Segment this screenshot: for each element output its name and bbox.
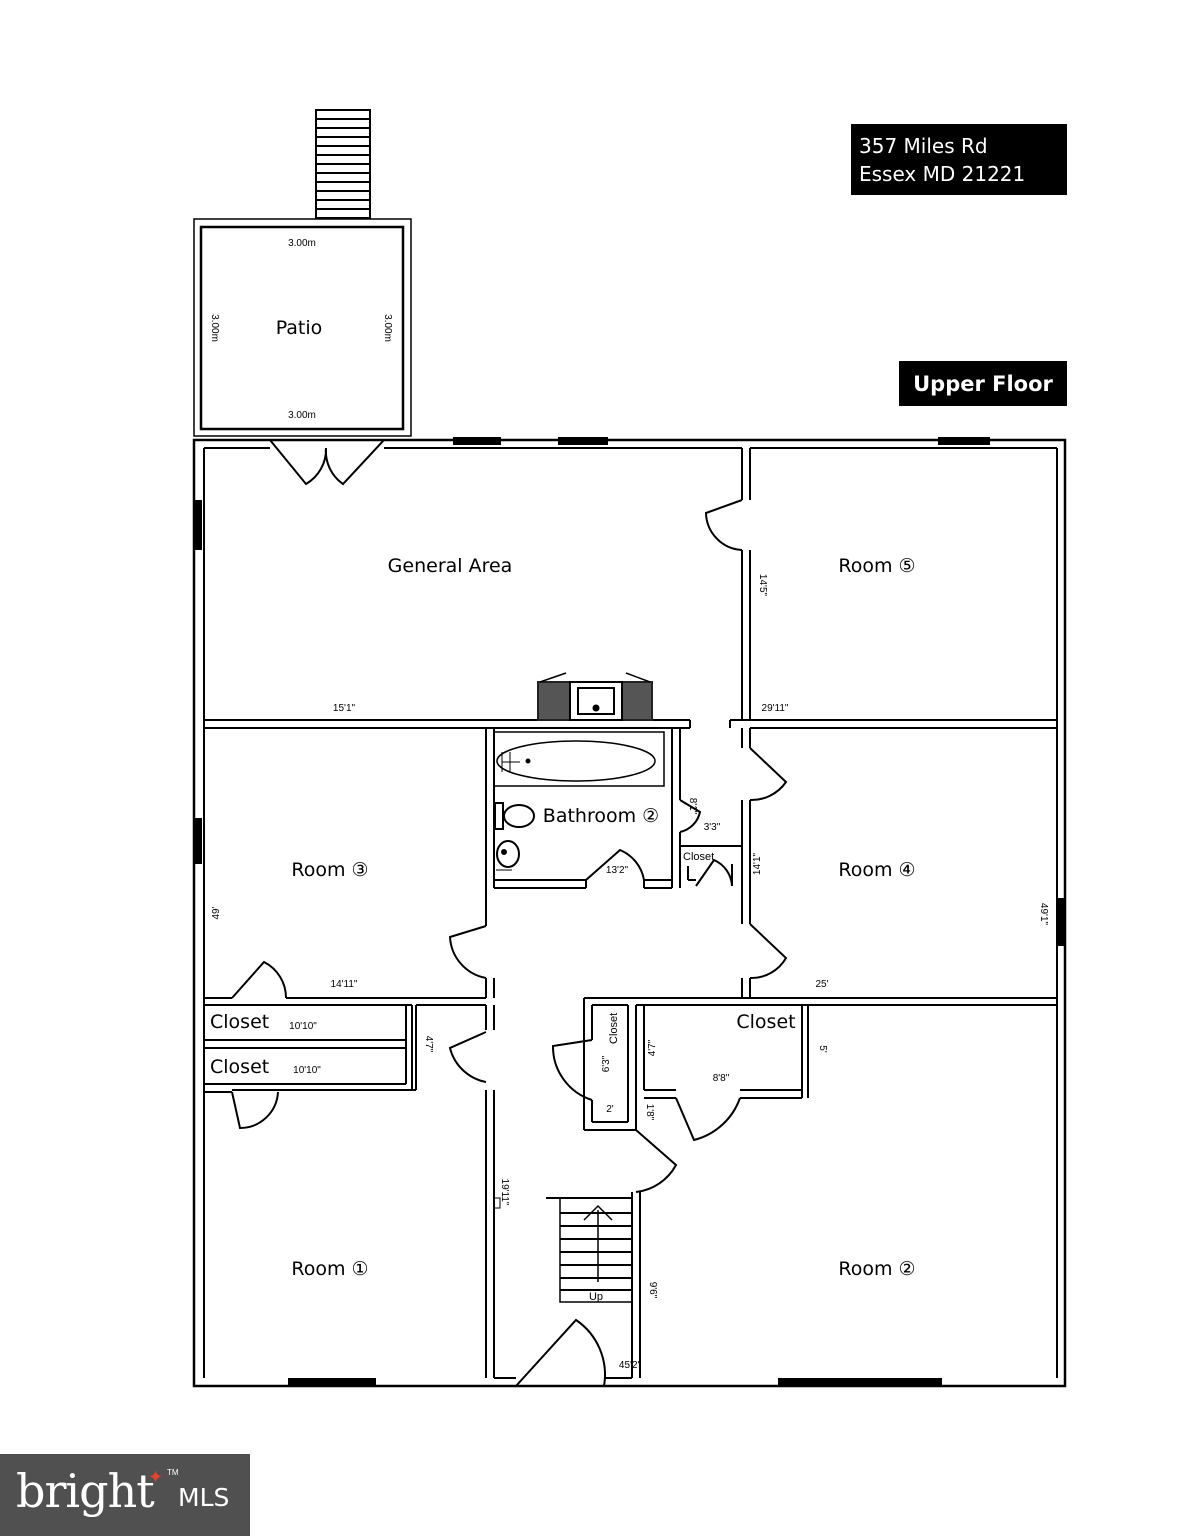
address-line2: Essex MD 21221 bbox=[859, 162, 1026, 186]
logo-spark-icon: ✦ bbox=[148, 1467, 164, 1487]
dim-patio-right: 3.00m bbox=[382, 314, 393, 342]
dim-closet-v-63: 6'3" bbox=[601, 1055, 612, 1072]
closet-a-label: Closet bbox=[210, 1011, 269, 1033]
patio-label: Patio bbox=[276, 317, 323, 339]
dim-closet-v-2: 2' bbox=[606, 1104, 614, 1115]
dim-right-total: 49'1" bbox=[1038, 903, 1049, 926]
closet-small-walls bbox=[679, 845, 742, 888]
dim-closet-b-width: 10'10" bbox=[293, 1065, 321, 1076]
dim-room3-height: 49' bbox=[211, 906, 222, 919]
toilet bbox=[494, 802, 535, 830]
room3-label: Room ③ bbox=[291, 859, 368, 881]
dim-hall-47-left: 4'7" bbox=[423, 1036, 434, 1053]
room2-label: Room ② bbox=[838, 1258, 915, 1280]
general-area-label: General Area bbox=[388, 555, 513, 577]
bathroom-walls bbox=[494, 728, 702, 889]
dim-closet-c-47: 4'7" bbox=[647, 1039, 658, 1056]
dim-closet-c-88: 8'8" bbox=[713, 1073, 730, 1084]
dim-hall-1911: 19'11" bbox=[499, 1179, 510, 1206]
dim-room4-height: 14'1" bbox=[752, 852, 763, 875]
closet-c-label: Closet bbox=[736, 1011, 795, 1033]
outer-wall bbox=[192, 438, 1067, 1388]
logo-trademark: TM bbox=[167, 1468, 179, 1477]
patio-stairs bbox=[315, 109, 371, 219]
dim-room4-width: 25' bbox=[815, 979, 828, 990]
dim-closet-a-width: 10'10" bbox=[289, 1021, 317, 1032]
closets-left-walls bbox=[204, 1005, 417, 1130]
windows bbox=[194, 437, 1065, 1386]
room1-label: Room ① bbox=[291, 1258, 368, 1280]
dim-room5-height: 14'5" bbox=[757, 574, 768, 597]
dim-room3-width: 14'11" bbox=[331, 979, 358, 990]
dim-bath-3: 3'3" bbox=[704, 822, 721, 833]
bright-mls-logo: bright ✦ TM MLS bbox=[0, 1454, 250, 1536]
stairs-up bbox=[559, 1197, 633, 1303]
closet-small-label: Closet bbox=[683, 851, 714, 863]
address-line1: 357 Miles Rd bbox=[859, 134, 988, 158]
address-box: 357 Miles Rd Essex MD 21221 bbox=[851, 124, 1067, 195]
dim-patio-top: 3.00m bbox=[288, 238, 316, 249]
dim-bath-13: 13'2" bbox=[606, 865, 629, 876]
floor-label-text: Upper Floor bbox=[913, 371, 1053, 396]
patio-outline bbox=[193, 218, 412, 437]
logo-suffix: MLS bbox=[178, 1483, 230, 1512]
dim-bath-8: 8'1" bbox=[687, 798, 698, 815]
dim-patio-bottom: 3.00m bbox=[288, 410, 316, 421]
closet-b-label: Closet bbox=[210, 1056, 269, 1078]
dim-general-area-width: 15'1" bbox=[333, 703, 356, 714]
dim-total-width: 45'2" bbox=[619, 1360, 642, 1371]
vanity bbox=[537, 672, 653, 721]
closet-vertical-label: Closet bbox=[608, 1013, 620, 1044]
room5-label: Room ⑤ bbox=[838, 555, 915, 577]
dim-closet-c-18: 1'8" bbox=[644, 1104, 655, 1121]
dim-stairs-96: 9'6" bbox=[647, 1282, 658, 1299]
bath-sink bbox=[496, 840, 520, 871]
stairs-up-label: Up bbox=[589, 1291, 603, 1303]
dim-patio-left: 3.00m bbox=[209, 314, 220, 342]
dim-room5-width: 29'11" bbox=[762, 703, 789, 714]
dim-closet-c-5: 5' bbox=[817, 1045, 828, 1053]
logo-brand: bright bbox=[16, 1464, 155, 1518]
room4-label: Room ④ bbox=[838, 859, 915, 881]
bathroom2-label: Bathroom ② bbox=[543, 805, 659, 827]
bathtub bbox=[493, 731, 665, 787]
floor-label: Upper Floor bbox=[899, 361, 1067, 406]
patio-door bbox=[269, 439, 385, 486]
